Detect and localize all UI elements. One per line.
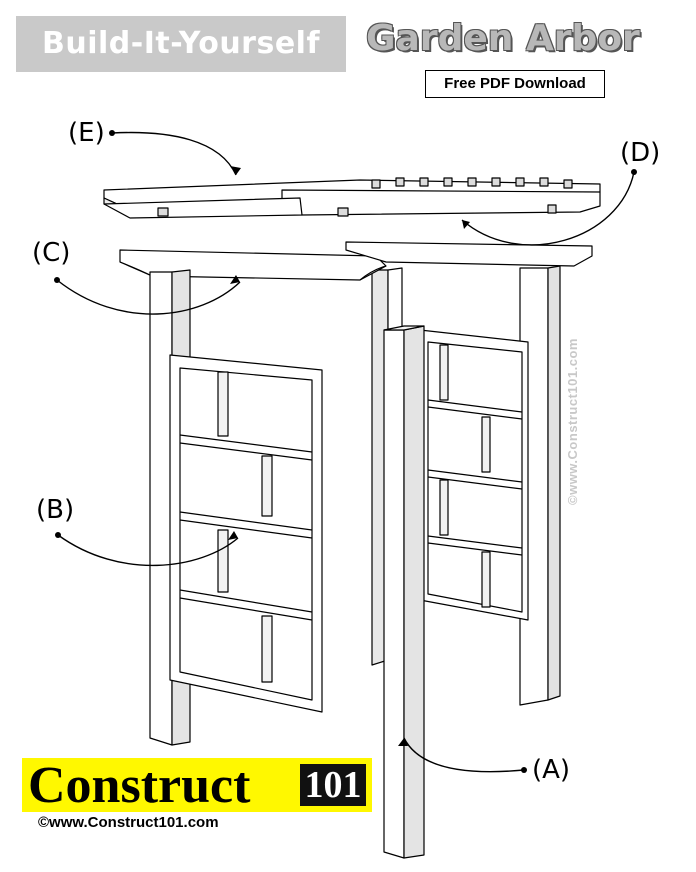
header-beam-right [345, 241, 593, 267]
top-rafters [103, 177, 601, 219]
left-trellis-panel [169, 354, 323, 713]
logo-number: 101 [300, 764, 366, 806]
callout-arrowheads [228, 166, 470, 746]
callout-d-label: (D) [620, 138, 661, 168]
vertical-watermark: ©www.Construct101.com [565, 338, 580, 505]
callout-leaders [56, 131, 635, 773]
construct101-logo[interactable]: Construct 101 [22, 757, 372, 814]
right-trellis-panel [419, 329, 529, 621]
callout-b-label: (B) [36, 495, 75, 525]
logo-word: Construct [28, 757, 251, 814]
front-right-post-a [383, 325, 425, 859]
callout-c-label: (C) [32, 238, 71, 268]
callout-a-label: (A) [532, 755, 571, 785]
page-title: Garden Arbor [366, 18, 640, 59]
callout-dots [54, 130, 637, 773]
website-link[interactable]: ©www.Construct101.com [38, 814, 219, 831]
free-pdf-download-button[interactable]: Free PDF Download [425, 70, 605, 98]
build-it-yourself-banner: Build-It-Yourself [16, 16, 346, 72]
callout-e-label: (E) [68, 118, 105, 148]
